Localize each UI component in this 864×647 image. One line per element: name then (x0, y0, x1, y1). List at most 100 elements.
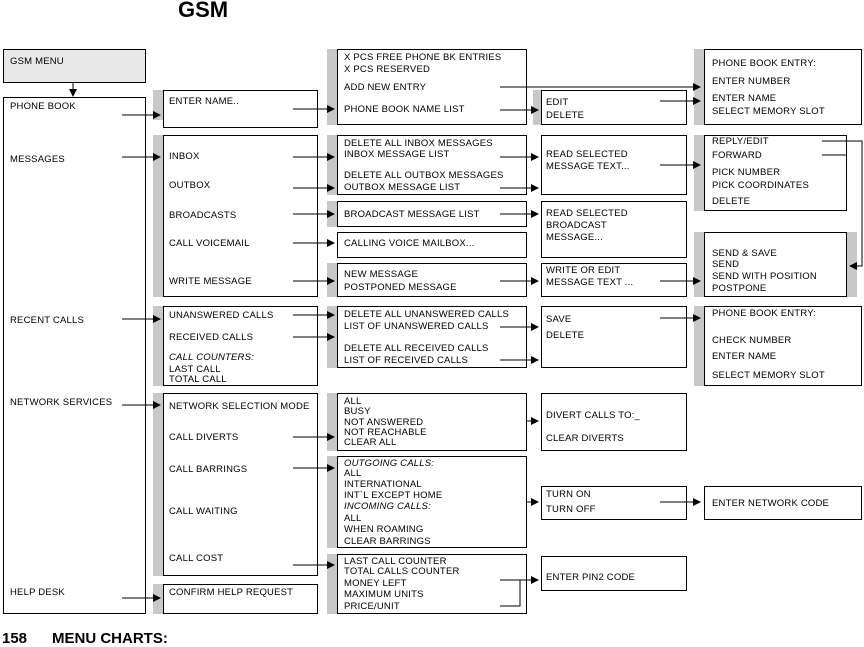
submenu-shade (327, 456, 337, 548)
enter-number-item[interactable]: ENTER NUMBER (712, 76, 791, 87)
pick-coordinates-item[interactable]: PICK COORDINATES (712, 180, 809, 191)
forward-item[interactable]: FORWARD (712, 150, 762, 161)
pick-number-item[interactable]: PICK NUMBER (712, 167, 781, 178)
messages-submenu (163, 135, 318, 297)
total-calls-counter-item[interactable]: TOTAL CALLS COUNTER (344, 566, 460, 577)
postpone-item[interactable]: POSTPONE (712, 283, 767, 294)
broadcast-message-list-item[interactable]: BROADCAST MESSAGE LIST (344, 209, 480, 220)
phone-book-name-list-item[interactable]: PHONE BOOK NAME LIST (344, 104, 465, 115)
menu-item-phone-book[interactable]: PHONE BOOK (10, 101, 76, 112)
enter-network-code-item[interactable]: ENTER NETWORK CODE (712, 498, 830, 509)
turn-on-off-box (541, 486, 687, 520)
delete-all-outbox-item[interactable]: DELETE ALL OUTBOX MESSAGES (344, 170, 504, 181)
call-counters-label: CALL COUNTERS: (169, 352, 254, 363)
send-and-save-item[interactable]: SEND & SAVE (712, 248, 777, 259)
select-memory-slot-item[interactable]: SELECT MEMORY SLOT (712, 106, 825, 117)
enter-name-entry-item-2[interactable]: ENTER NAME (712, 351, 777, 362)
enter-name-item[interactable]: ENTER NAME.. (169, 96, 239, 107)
network-code-box (704, 486, 862, 520)
bar-when-roaming-item[interactable]: WHEN ROAMING (344, 524, 424, 535)
submenu-shade (327, 554, 337, 614)
clear-diverts-item[interactable]: CLEAR DIVERTS (546, 433, 624, 444)
menu-item-help-desk[interactable]: HELP DESK (10, 587, 65, 598)
send-item[interactable]: SEND (712, 259, 740, 270)
call-waiting-item[interactable]: CALL WAITING (169, 506, 238, 517)
recent-lists-box (337, 306, 527, 368)
list-received-item[interactable]: LIST OF RECEIVED CALLS (344, 355, 469, 366)
submenu-shade (327, 135, 337, 195)
inbox-message-list-item[interactable]: INBOX MESSAGE LIST (344, 149, 450, 160)
divert-clear-all-item[interactable]: CLEAR ALL (344, 437, 397, 448)
bar-all-incoming-item[interactable]: ALL (344, 513, 362, 524)
submenu-shade (153, 135, 163, 297)
save-item[interactable]: SAVE (546, 314, 572, 325)
broadcast-message-text[interactable]: MESSAGE... (546, 232, 603, 243)
menu-item-messages[interactable]: MESSAGES (10, 154, 65, 165)
save-delete-box (541, 306, 687, 368)
list-unanswered-item[interactable]: LIST OF UNANSWERED CALLS (344, 321, 489, 332)
broadcast-text[interactable]: BROADCAST (546, 220, 607, 231)
delete-all-inbox-item[interactable]: DELETE ALL INBOX MESSAGES (344, 138, 493, 149)
price-unit-item[interactable]: PRICE/UNIT (344, 601, 400, 612)
check-number-item[interactable]: CHECK NUMBER (712, 335, 792, 346)
write-or-edit-item[interactable]: WRITE OR EDIT (546, 265, 621, 276)
broadcast-list-box (337, 201, 527, 227)
network-submenu (163, 393, 318, 576)
delete-call-item[interactable]: DELETE (546, 330, 585, 341)
outbox-item[interactable]: OUTBOX (169, 180, 211, 191)
postponed-message-item[interactable]: POSTPONED MESSAGE (344, 282, 457, 293)
unanswered-calls-item[interactable]: UNANSWERED CALLS (169, 310, 274, 321)
call-voicemail-item[interactable]: CALL VOICEMAIL (169, 238, 250, 249)
enter-pin2-item[interactable]: ENTER PIN2 CODE (546, 572, 636, 583)
total-call-item[interactable]: TOTAL CALL (169, 374, 227, 385)
select-memory-slot-item-2[interactable]: SELECT MEMORY SLOT (712, 370, 825, 381)
write-message-item[interactable]: WRITE MESSAGE (169, 276, 252, 287)
call-cost-item[interactable]: CALL COST (169, 553, 224, 564)
turn-off-item[interactable]: TURN OFF (546, 504, 596, 515)
new-message-item[interactable]: NEW MESSAGE (344, 269, 418, 280)
read-selected-item[interactable]: READ SELECTED (546, 149, 628, 160)
last-call-item[interactable]: LAST CALL (169, 364, 221, 375)
received-calls-item[interactable]: RECEIVED CALLS (169, 332, 254, 343)
arrow-price-unit (500, 576, 539, 607)
divert-all-item[interactable]: ALL (344, 396, 362, 407)
add-new-entry-item[interactable]: ADD NEW ENTRY (344, 82, 427, 93)
maximum-units-item[interactable]: MAXIMUM UNITS (344, 589, 424, 600)
delete-all-received-item[interactable]: DELETE ALL RECEIVED CALLS (344, 343, 489, 354)
call-barrings-item[interactable]: CALL BARRINGS (169, 464, 248, 475)
page-title: GSM (178, 0, 229, 22)
page-number: 158 (2, 630, 28, 647)
divert-busy-item[interactable]: BUSY (344, 406, 371, 417)
turn-on-item[interactable]: TURN ON (546, 489, 591, 500)
divert-not-answered-item[interactable]: NOT ANSWERED (344, 417, 424, 428)
broadcasts-item[interactable]: BROADCASTS (169, 210, 237, 221)
confirm-help-request-item[interactable]: CONFIRM HELP REQUEST (169, 587, 294, 598)
delete-item[interactable]: DELETE (546, 110, 585, 121)
money-left-item[interactable]: MONEY LEFT (344, 578, 407, 589)
clear-barrings-item[interactable]: CLEAR BARRINGS (344, 536, 431, 547)
bar-international-item[interactable]: INTERNATIONAL (344, 479, 422, 490)
divert-calls-to-item[interactable]: DIVERT CALLS TO:_ (546, 410, 641, 421)
outbox-message-list-item[interactable]: OUTBOX MESSAGE LIST (344, 182, 461, 193)
delete-all-unanswered-item[interactable]: DELETE ALL UNANSWERED CALLS (344, 309, 510, 320)
divert-not-reachable-item[interactable]: NOT REACHABLE (344, 427, 427, 438)
message-text-item[interactable]: MESSAGE TEXT... (546, 161, 630, 172)
network-selection-mode-item[interactable]: NETWORK SELECTION MODE (169, 401, 310, 412)
help-submenu (163, 584, 318, 614)
read-selected-bc-item[interactable]: READ SELECTED (546, 208, 628, 219)
edit-item[interactable]: EDIT (546, 97, 569, 108)
delete-message-item[interactable]: DELETE (712, 196, 751, 207)
enter-name-entry-item[interactable]: ENTER NAME (712, 93, 777, 104)
write-message-text-item[interactable]: MESSAGE TEXT ... (546, 277, 634, 288)
last-call-counter-item[interactable]: LAST CALL COUNTER (344, 556, 447, 567)
bar-all-outgoing-item[interactable]: ALL (344, 468, 362, 479)
reply-edit-item[interactable]: REPLY/EDIT (712, 136, 769, 147)
inbox-item[interactable]: INBOX (169, 151, 200, 162)
send-with-position-item[interactable]: SEND WITH POSITION (712, 271, 817, 282)
call-diverts-item[interactable]: CALL DIVERTS (169, 432, 239, 443)
submenu-shade (153, 90, 163, 120)
menu-item-recent-calls[interactable]: RECENT CALLS (10, 315, 85, 326)
bar-intl-except-home-item[interactable]: INT`L EXCEPT HOME (344, 490, 443, 501)
menu-item-network-services[interactable]: NETWORK SERVICES (10, 397, 113, 408)
